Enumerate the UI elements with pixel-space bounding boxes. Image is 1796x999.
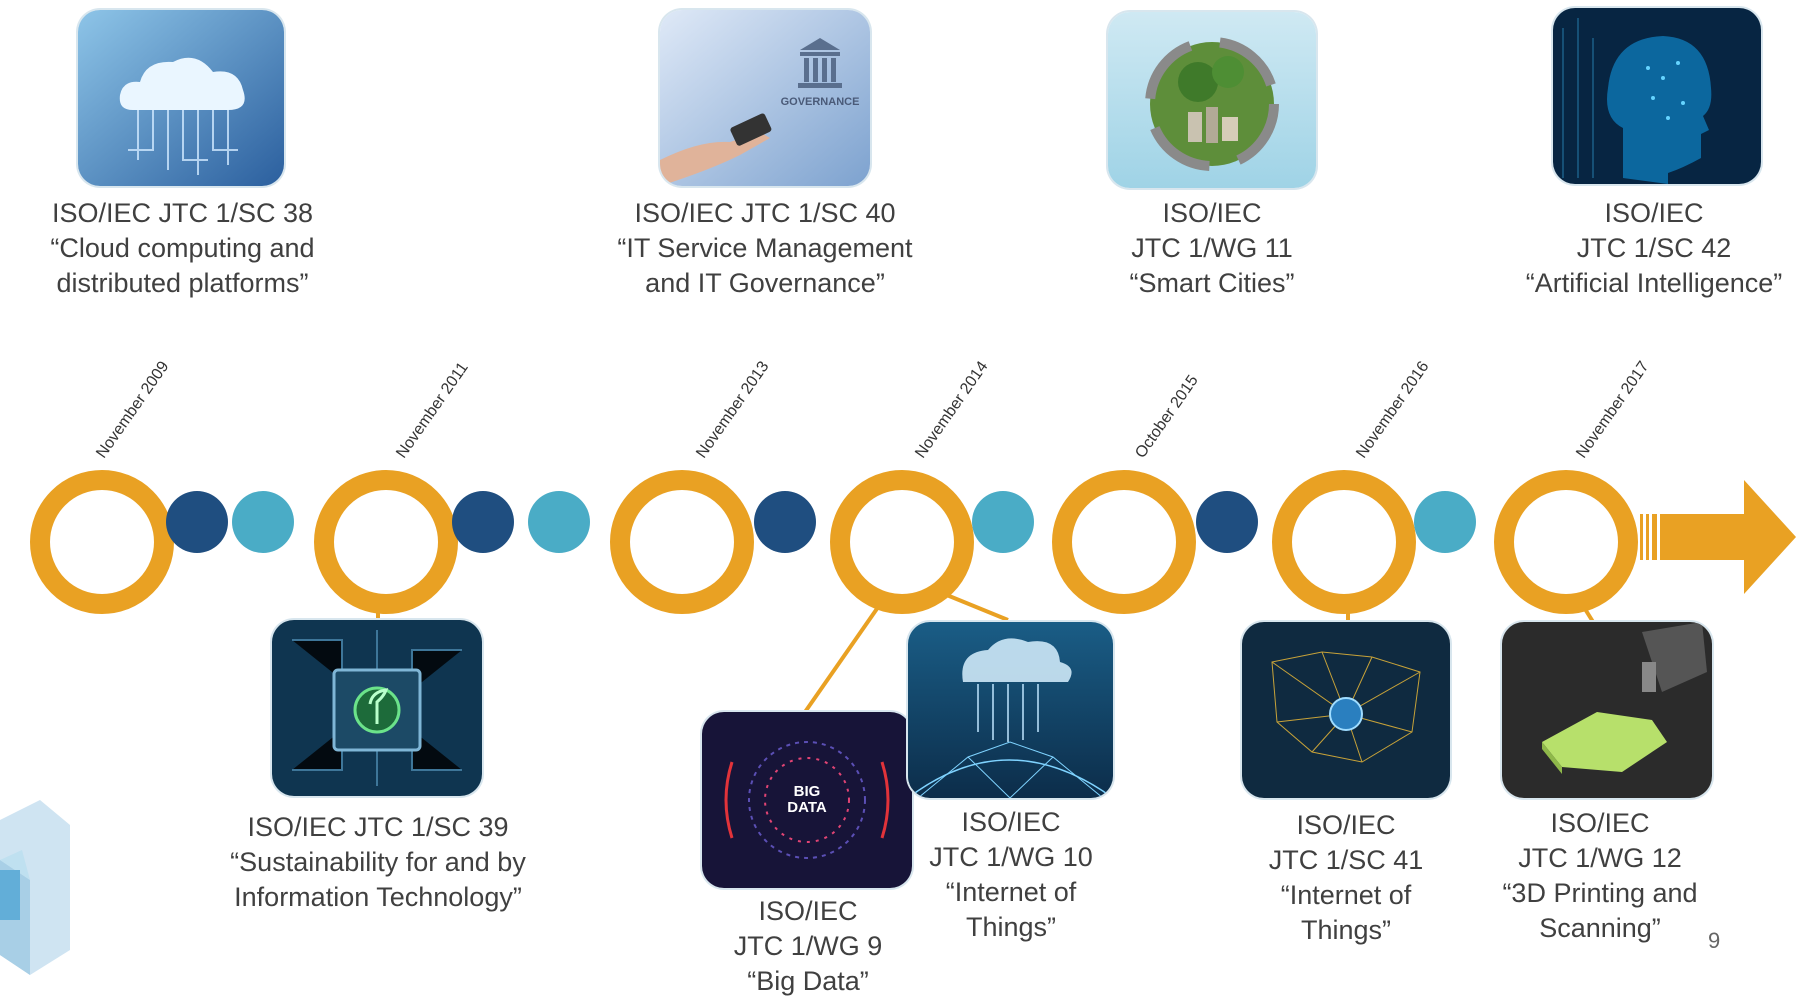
milestone-ring-2017 [1494, 470, 1638, 614]
caption-wg9: ISO/IEC JTC 1/WG 9 “Big Data” [733, 896, 883, 996]
iot-globe-image [1242, 622, 1450, 798]
svg-text:GOVERNANCE: GOVERNANCE [781, 96, 860, 108]
caption-wg10: ISO/IEC JTC 1/WG 10 “Internet of Things” [929, 807, 1093, 942]
dot-light-1 [232, 491, 294, 553]
caption-sc38: ISO/IEC JTC 1/SC 38 “Cloud computing and… [50, 198, 315, 298]
dot-dark-1 [166, 491, 228, 553]
milestone-ring-2016 [1272, 470, 1416, 614]
big-data-icon: BIG DATA [702, 712, 912, 888]
sustainability-image [272, 620, 482, 796]
caption-wg11: ISO/IEC JTC 1/WG 11 “Smart Cities” [1129, 198, 1295, 298]
governance-image: GOVERNANCE [660, 10, 870, 186]
dot-dark-3 [754, 491, 816, 553]
cloud-computing-icon [78, 10, 284, 186]
milestone-ring-2013 [610, 470, 754, 614]
milestone-ring-2011 [314, 470, 458, 614]
page-number: 9 [1708, 928, 1721, 953]
svg-text:DATA: DATA [787, 799, 827, 816]
big-data-image: BIG DATA [702, 712, 912, 888]
milestone-ring-2009 [30, 470, 174, 614]
smart-city-globe-icon [1108, 12, 1316, 188]
iot-globe-icon [1242, 622, 1450, 798]
ai-head-icon [1553, 8, 1761, 184]
milestone-ring-2015 [1052, 470, 1196, 614]
dot-dark-2 [452, 491, 514, 553]
3d-printer-icon [1502, 622, 1712, 798]
dot-light-4 [1414, 491, 1476, 553]
cloud-computing-image [78, 10, 284, 186]
dot-dark-4 [1196, 491, 1258, 553]
caption-sc40: ISO/IEC JTC 1/SC 40 “IT Service Manageme… [617, 198, 913, 298]
3d-printing-image [1502, 622, 1712, 798]
dot-light-2 [528, 491, 590, 553]
svg-text:BIG: BIG [794, 783, 821, 800]
connector-wg9 [803, 588, 892, 714]
cube-logo-decoration [0, 800, 70, 975]
timeline-arrow [1640, 480, 1796, 594]
iot-image [908, 622, 1113, 798]
caption-sc42: ISO/IEC JTC 1/SC 42 “Artificial Intellig… [1525, 198, 1783, 298]
caption-sc41: ISO/IEC JTC 1/SC 41 “Internet of Things” [1268, 810, 1424, 945]
iot-network-icon [908, 622, 1113, 798]
governance-icon: GOVERNANCE [660, 10, 870, 186]
ai-image [1553, 8, 1761, 184]
dot-light-3 [972, 491, 1034, 553]
green-chip-icon [272, 620, 482, 796]
milestone-ring-2014 [830, 470, 974, 614]
caption-wg12: ISO/IEC JTC 1/WG 12 “3D Printing and Sca… [1502, 808, 1698, 943]
caption-sc39: ISO/IEC JTC 1/SC 39 “Sustainability for … [230, 812, 526, 912]
smart-cities-image [1108, 12, 1316, 188]
